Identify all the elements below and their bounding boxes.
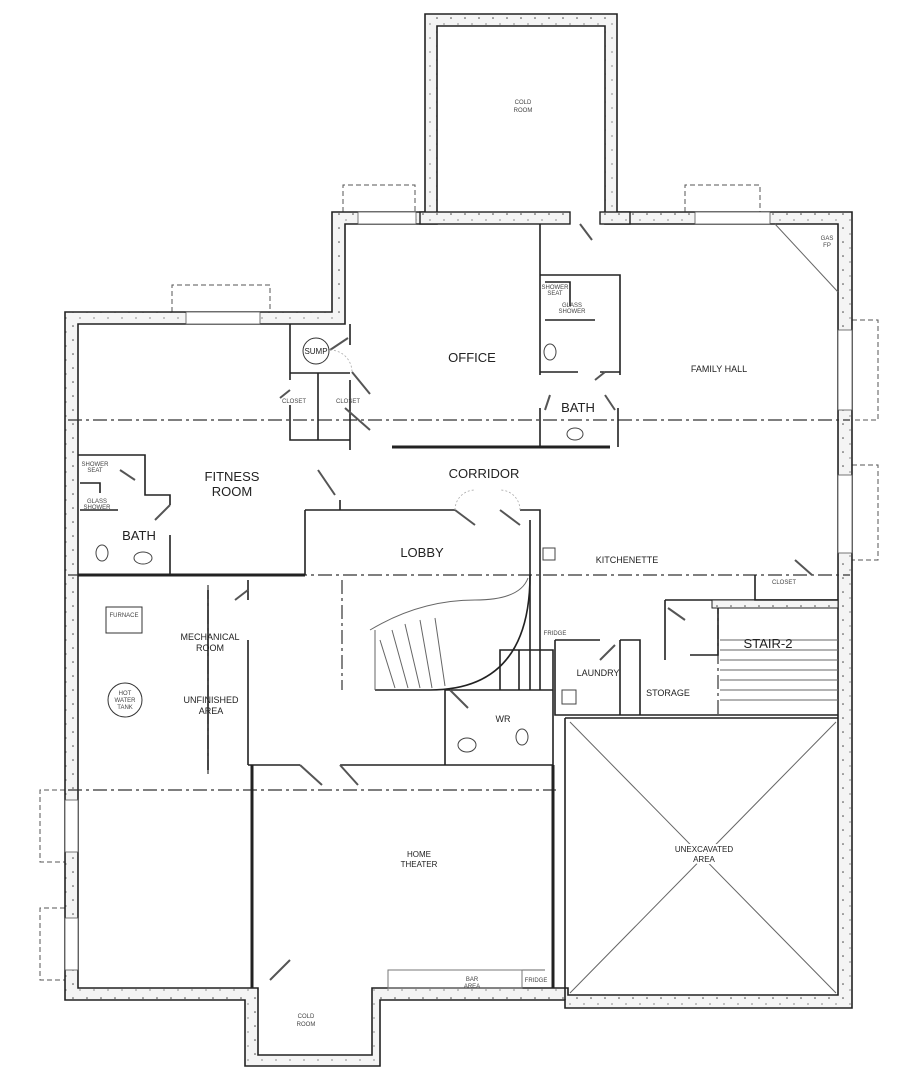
storage-label: STORAGE (646, 688, 690, 698)
family-hall-label: FAMILY HALL (691, 364, 747, 374)
unexcavated-area-label: UNEXCAVATED (675, 845, 733, 854)
washer-icon (561, 689, 577, 705)
home-theater-label: HOME (407, 850, 431, 859)
unfinished-area-label: UNFINISHED (183, 695, 239, 705)
window-wells (39, 184, 879, 981)
bath-label: BATH (561, 400, 595, 415)
stair-2-label: STAIR-2 (744, 636, 793, 651)
bath-label: BATH (122, 528, 156, 543)
bar-area-label: BAR (466, 977, 479, 983)
furnace-label: FURNACE (109, 613, 138, 619)
cold-room-label: COLD (298, 1014, 315, 1020)
sink-icon (542, 547, 556, 561)
cold-room-label: COLD (515, 100, 532, 106)
toilet-icon (515, 728, 529, 746)
foundation-wall (64, 13, 853, 1067)
fridge-label: FRIDGE (525, 978, 548, 984)
toilet-icon (543, 343, 557, 361)
fixtures (95, 337, 584, 989)
laundry-label: LAUNDRY (577, 668, 620, 678)
fitness-room-label: FITNESS (205, 469, 260, 484)
furnace-icon (105, 606, 143, 634)
mechanical-room-label: MECHANICAL (180, 632, 239, 642)
closet-label: CLOSET (282, 399, 306, 405)
kitchenette-label: KITCHENETTE (596, 555, 659, 565)
bar-counter (387, 969, 523, 989)
office-label: OFFICE (448, 350, 496, 365)
closet-label: CLOSET (336, 399, 360, 405)
closet-label: CLOSET (772, 580, 796, 586)
sump-label: SUMP (304, 347, 327, 356)
fridge-label: FRIDGE (544, 631, 567, 637)
sink-icon (133, 551, 153, 565)
water-tank-icon (107, 682, 143, 718)
corridor-label: CORRIDOR (449, 466, 520, 481)
sink-icon (566, 427, 584, 441)
interior-walls (78, 223, 839, 1000)
doors (119, 223, 813, 981)
windows (64, 211, 853, 971)
wr-label: WR (496, 714, 511, 724)
toilet-icon (95, 544, 109, 562)
lobby-label: LOBBY (400, 545, 444, 560)
sink-icon (457, 737, 477, 753)
sump-pit (302, 337, 330, 365)
